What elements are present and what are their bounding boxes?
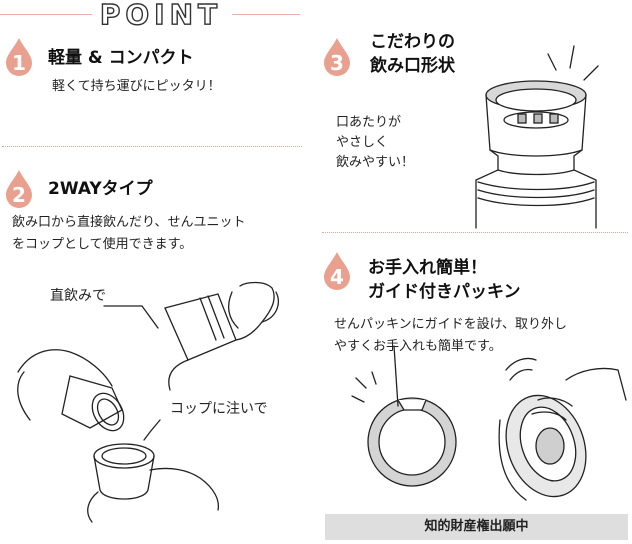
point-2-number: 2 [12,183,26,207]
header-title: POINT [99,0,223,31]
point-4-number: 4 [330,265,344,289]
point-2-title: 2WAYタイプ [48,179,153,199]
point-4-text-line-2: やすくお手入れも簡単です。 [334,339,502,354]
caption-cup: コップに注いで [170,401,268,417]
point-1-text: 軽くて持ち運びにピッタリ！ [52,79,221,94]
point-2-text-line-1: 飲み口から直接飲んだり、せんユニット [12,215,246,230]
point-1-number-icon: 1 [6,38,32,76]
point-4-number-icon: 4 [324,252,350,290]
caption-direct: 直飲みで [50,288,106,304]
point-1-title: 軽量 & コンパクト [48,48,194,68]
point-4-title-line-2: ガイド付きパッキン [368,282,521,302]
point-3-number: 3 [330,51,344,75]
point-4-text-line-1: せんパッキンにガイドを設け、取り外し [334,317,567,332]
point-3-text-line-1: 口あたりが [336,115,402,130]
point-3-text-line-2: やさしく [336,135,389,150]
patent-pending-badge: 知的財産権出願中 [325,514,628,540]
point-3-title-line-1: こだわりの [370,32,455,52]
divider-right [322,232,628,233]
point-2-number-icon: 2 [6,170,32,208]
header-rule-right [232,14,300,15]
point-4-title-line-1: お手入れ簡単！ [368,258,487,278]
divider-left [2,146,302,147]
point-3-title-line-2: 飲み口形状 [370,56,455,76]
point-2-text-line-2: をコップとして使用できます。 [12,237,193,252]
header-rule-left [0,14,92,15]
point-1-number: 1 [12,51,26,75]
point-3-number-icon: 3 [324,38,350,76]
point-3-text-line-3: 飲みやすい！ [336,155,415,170]
